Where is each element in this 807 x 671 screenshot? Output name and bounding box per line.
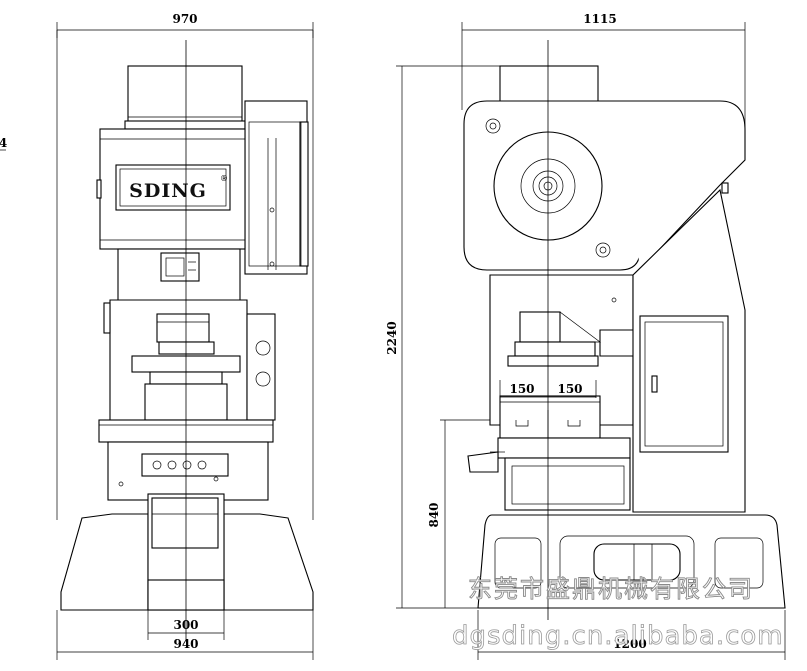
- side-bolster: [497, 437, 631, 459]
- base-right: [223, 513, 314, 611]
- motor-housing: [127, 65, 243, 123]
- button-3: [182, 460, 192, 470]
- control-panel: [160, 252, 200, 282]
- button-2: [167, 460, 177, 470]
- registered-mark: ®: [220, 174, 228, 183]
- front-view: 970 4 SDING ®: [0, 12, 314, 660]
- ram-slide: [156, 313, 210, 343]
- dim-base-depth: 1200: [613, 637, 646, 651]
- watermark-website: dgsding.cn.alibaba.com: [452, 621, 784, 651]
- side-motor: [499, 65, 599, 103]
- logo-plate: [115, 164, 231, 211]
- edge-mark: 4: [0, 136, 7, 150]
- side-ram: [519, 311, 561, 343]
- dim-throat: 300: [173, 618, 198, 632]
- feed-chute: [467, 451, 499, 473]
- button-4: [197, 460, 207, 470]
- dim-base-width: 940: [173, 637, 198, 651]
- dim-top-width-line: [56, 22, 314, 520]
- base-cylinder: [593, 543, 681, 581]
- base-left: [60, 513, 149, 611]
- dim-right-offset: 150: [557, 382, 582, 396]
- dim-height: 2240: [385, 321, 399, 354]
- dim-top-width: 970: [172, 12, 197, 26]
- watermark-company: 东莞市盛鼎机械有限公司: [468, 575, 754, 603]
- dim-top-depth: 1115: [583, 12, 616, 26]
- dim-left-offset: 150: [509, 382, 534, 396]
- side-die: [499, 395, 601, 439]
- button-1: [152, 460, 162, 470]
- side-view: 1115 2240 840: [385, 12, 786, 660]
- cabinet-handle: [651, 375, 658, 393]
- button-box: [141, 453, 229, 477]
- dim-table-height: 840: [427, 502, 441, 527]
- brand-logo: SDING: [129, 180, 207, 202]
